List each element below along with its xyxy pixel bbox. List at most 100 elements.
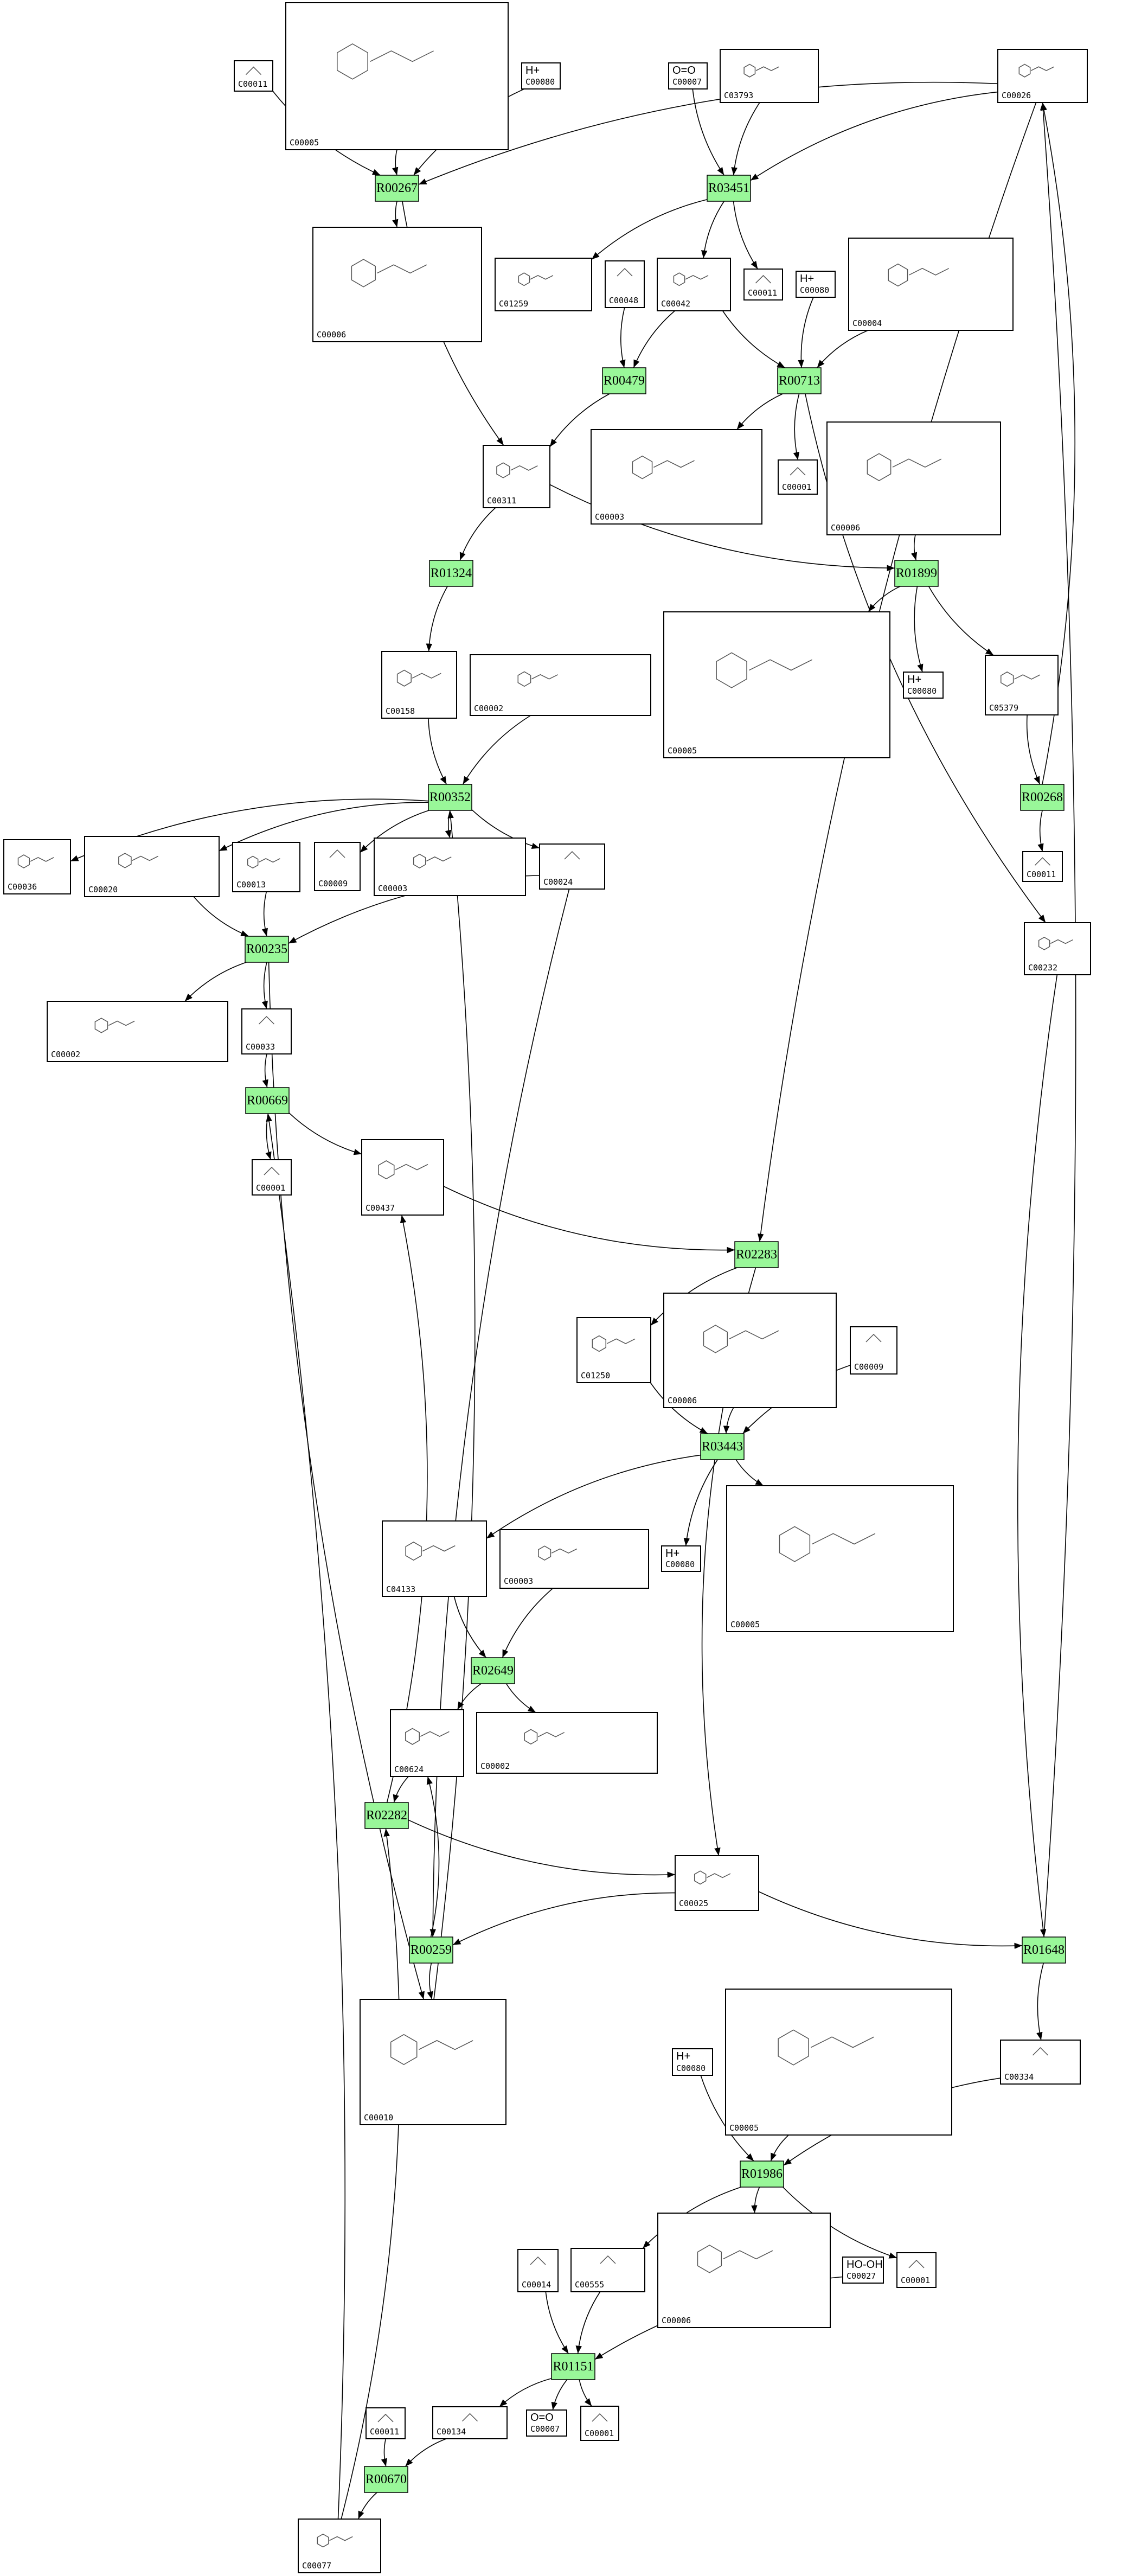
compound-box[interactable]	[796, 271, 836, 298]
compound-box[interactable]	[521, 62, 561, 90]
compound-box[interactable]	[576, 1317, 651, 1383]
compound-box[interactable]	[778, 459, 818, 495]
compound-node[interactable]: C00033	[241, 1008, 292, 1054]
reaction-box[interactable]	[894, 560, 939, 587]
compound-node[interactable]: C00020	[84, 836, 220, 897]
compound-box[interactable]	[526, 2409, 567, 2437]
reaction-node-r00235[interactable]: R00235	[245, 936, 289, 963]
reaction-node-r00479[interactable]: R00479	[602, 367, 646, 394]
compound-box[interactable]	[298, 2519, 381, 2573]
compound-box[interactable]	[3, 839, 71, 894]
compound-node[interactable]: C00048	[605, 260, 645, 308]
compound-box[interactable]	[1022, 851, 1063, 882]
compound-node[interactable]: C00013	[232, 842, 300, 892]
reaction-node-r00669[interactable]: R00669	[245, 1087, 290, 1114]
reaction-node-r00259[interactable]: R00259	[409, 1936, 453, 1964]
compound-node[interactable]: C00004	[848, 238, 1014, 331]
compound-box[interactable]	[591, 429, 762, 525]
compound-node[interactable]: C00011	[743, 269, 783, 301]
compound-box[interactable]	[663, 611, 890, 758]
reaction-box[interactable]	[1022, 1936, 1066, 1964]
reaction-box[interactable]	[734, 1241, 779, 1268]
compound-node[interactable]: H+C00080	[661, 1545, 701, 1572]
compound-box[interactable]	[499, 1529, 649, 1589]
compound-node[interactable]: C01259	[495, 258, 592, 311]
compound-node[interactable]: C00003	[374, 838, 526, 896]
reaction-box[interactable]	[1020, 784, 1065, 811]
compound-node[interactable]: C00025	[675, 1855, 759, 1911]
compound-node[interactable]: C00158	[381, 651, 457, 719]
compound-box[interactable]	[232, 842, 300, 892]
compound-node[interactable]: C00624	[390, 1709, 464, 1777]
compound-box[interactable]	[720, 49, 819, 103]
compound-node[interactable]: C00437	[361, 1139, 444, 1216]
reaction-box[interactable]	[428, 784, 472, 811]
compound-box[interactable]	[432, 2406, 508, 2439]
compound-node[interactable]: C00011	[234, 60, 273, 92]
compound-box[interactable]	[495, 258, 592, 311]
compound-box[interactable]	[663, 1293, 837, 1408]
compound-node[interactable]: C00006	[657, 2213, 831, 2328]
compound-box[interactable]	[374, 838, 526, 896]
compound-node[interactable]: C00006	[312, 227, 482, 342]
compound-box[interactable]	[657, 258, 731, 311]
compound-node[interactable]: H+C00080	[796, 271, 836, 298]
compound-node[interactable]: C00001	[252, 1159, 292, 1196]
reaction-box[interactable]	[707, 175, 751, 202]
compound-node[interactable]: C00003	[499, 1529, 649, 1589]
reaction-node-r03451[interactable]: R03451	[707, 175, 751, 202]
reaction-box[interactable]	[409, 1936, 453, 1964]
reaction-node-r02283[interactable]: R02283	[734, 1241, 779, 1268]
reaction-node-r02649[interactable]: R02649	[471, 1657, 515, 1684]
compound-box[interactable]	[390, 1709, 464, 1777]
reaction-node-r01324[interactable]: R01324	[429, 560, 473, 587]
compound-box[interactable]	[725, 1989, 952, 2136]
reaction-box[interactable]	[740, 2160, 784, 2188]
compound-box[interactable]	[361, 1139, 444, 1216]
reaction-node-r02282[interactable]: R02282	[364, 1802, 409, 1829]
compound-box[interactable]	[252, 1159, 292, 1196]
compound-node[interactable]: H+C00080	[903, 672, 944, 699]
compound-node[interactable]: C00311	[483, 445, 550, 508]
compound-node[interactable]: C00077	[298, 2519, 381, 2573]
compound-node[interactable]: C00334	[1000, 2040, 1081, 2085]
compound-node[interactable]: C00002	[47, 1001, 228, 1062]
compound-box[interactable]	[985, 655, 1059, 715]
compound-box[interactable]	[47, 1001, 228, 1062]
compound-box[interactable]	[657, 2213, 831, 2328]
reaction-box[interactable]	[700, 1433, 745, 1460]
compound-node[interactable]: C00009	[314, 842, 361, 891]
compound-box[interactable]	[668, 62, 708, 90]
reaction-node-r01151[interactable]: R01151	[551, 2353, 595, 2380]
reaction-node-r00713[interactable]: R00713	[777, 367, 822, 394]
compound-box[interactable]	[1024, 922, 1091, 975]
compound-node[interactable]: C00010	[360, 1999, 506, 2125]
compound-box[interactable]	[675, 1855, 759, 1911]
compound-node[interactable]: C04133	[382, 1520, 487, 1597]
reaction-box[interactable]	[364, 1802, 409, 1829]
compound-box[interactable]	[517, 2249, 559, 2292]
compound-node[interactable]: C00001	[778, 459, 818, 495]
reaction-node-r00670[interactable]: R00670	[364, 2466, 408, 2493]
compound-node[interactable]: C00006	[663, 1293, 837, 1408]
reaction-box[interactable]	[245, 1087, 290, 1114]
compound-node[interactable]: C00005	[725, 1989, 952, 2136]
compound-box[interactable]	[84, 836, 220, 897]
compound-node[interactable]: C00005	[285, 2, 509, 150]
compound-node[interactable]: C00001	[580, 2406, 619, 2441]
reaction-box[interactable]	[777, 367, 822, 394]
reaction-node-r00267[interactable]: R00267	[375, 175, 419, 202]
compound-node[interactable]: C00001	[896, 2252, 937, 2288]
compound-box[interactable]	[285, 2, 509, 150]
reaction-box[interactable]	[429, 560, 473, 587]
compound-box[interactable]	[360, 1999, 506, 2125]
compound-box[interactable]	[997, 49, 1088, 103]
compound-node[interactable]: C00006	[826, 421, 1001, 535]
reaction-node-r01986[interactable]: R01986	[740, 2160, 784, 2188]
compound-node[interactable]: C00042	[657, 258, 731, 311]
compound-node[interactable]: C00026	[997, 49, 1088, 103]
reaction-node-r01899[interactable]: R01899	[894, 560, 939, 587]
compound-box[interactable]	[726, 1485, 954, 1632]
